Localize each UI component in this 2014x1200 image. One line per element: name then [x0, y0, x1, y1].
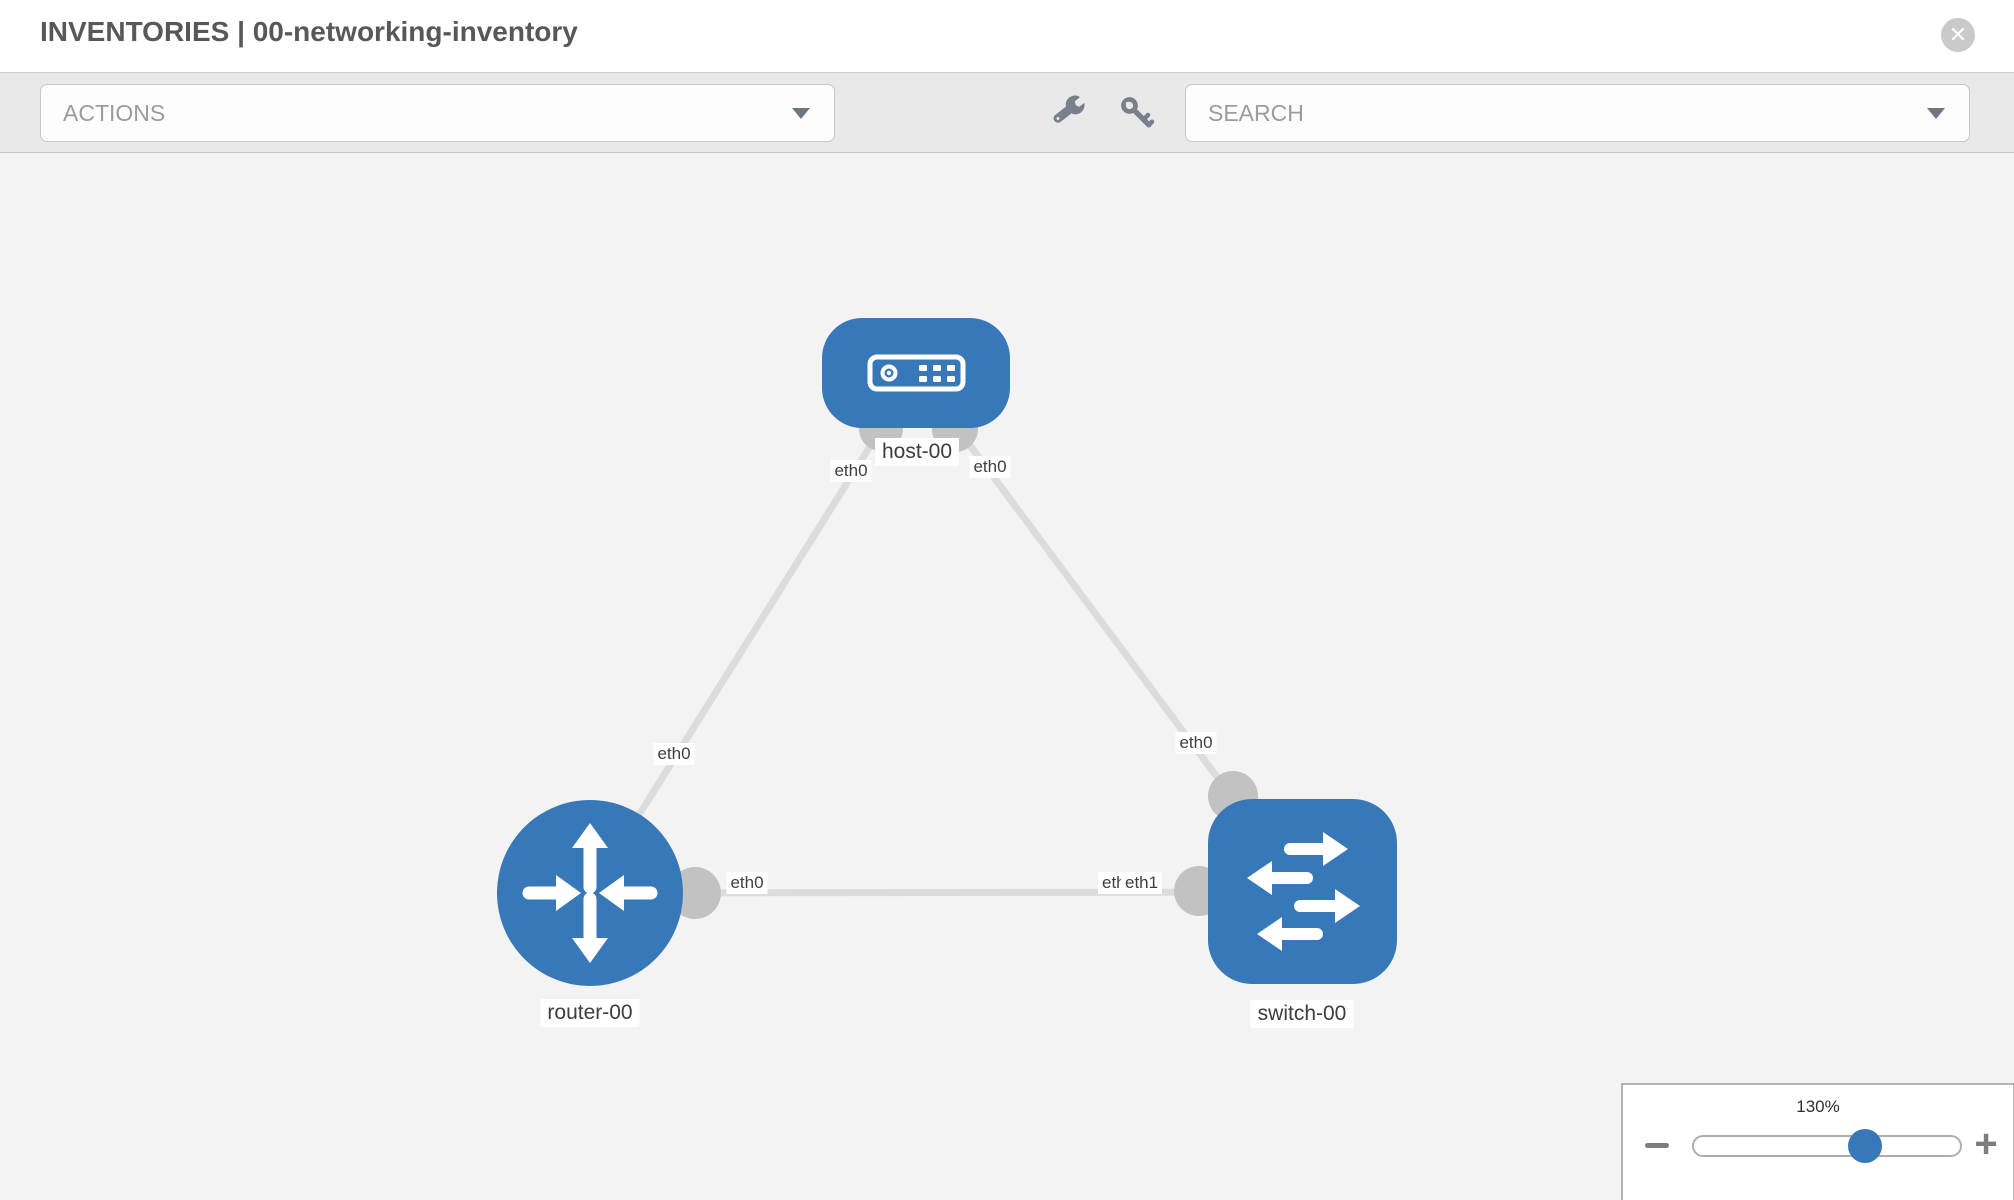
- search-placeholder: SEARCH: [1208, 99, 1304, 126]
- actions-dropdown-label: ACTIONS: [63, 99, 166, 126]
- topology-canvas[interactable]: eth0 eth0 eth0 eth0 eth0 eth0 eth1 host-…: [0, 153, 2014, 1200]
- port-label: eth0: [653, 743, 695, 765]
- toolbar: ACTIONS SEARCH: [0, 72, 2014, 153]
- node-switch-00[interactable]: [1208, 799, 1397, 984]
- node-router-00[interactable]: [497, 800, 683, 986]
- node-label-host: host-00: [874, 438, 960, 466]
- zoom-slider[interactable]: [1692, 1135, 1962, 1157]
- zoom-in-button[interactable]: +: [1974, 1122, 1998, 1166]
- port-label-front: eth1: [1121, 872, 1163, 894]
- close-icon: ✕: [1948, 22, 1968, 47]
- header: INVENTORIES | 00-networking-inventory ✕: [0, 0, 2014, 72]
- node-label-router: router-00: [540, 999, 640, 1027]
- port-label: eth0: [830, 460, 872, 482]
- search-dropdown[interactable]: SEARCH: [1185, 84, 1970, 142]
- port-label: eth0: [1175, 732, 1217, 754]
- chevron-down-icon: [792, 108, 810, 119]
- host-icon: [867, 354, 966, 392]
- zoom-level-label: 130%: [1796, 1097, 1840, 1116]
- topology-svg: [497, 318, 1397, 986]
- port-label: eth0: [726, 872, 768, 894]
- chevron-down-icon: [1927, 108, 1945, 119]
- zoom-slider-knob[interactable]: [1848, 1129, 1882, 1163]
- router-icon: [522, 823, 658, 963]
- edge-router-host[interactable]: [587, 371, 919, 895]
- wrench-icon: [1053, 95, 1085, 123]
- page-title: INVENTORIES | 00-networking-inventory: [40, 16, 578, 47]
- credentials-button[interactable]: [1113, 89, 1161, 137]
- close-button[interactable]: ✕: [1941, 18, 1975, 52]
- key-icon: [1121, 97, 1155, 128]
- interface-ports: [669, 406, 1258, 919]
- configure-button[interactable]: [1044, 89, 1092, 137]
- switch-icon: [1247, 832, 1360, 951]
- node-label-switch: switch-00: [1250, 1000, 1354, 1028]
- node-host-00[interactable]: [822, 318, 1010, 428]
- zoom-out-button[interactable]: [1639, 1127, 1675, 1163]
- actions-dropdown[interactable]: ACTIONS: [40, 84, 835, 142]
- zoom-panel: 130% +: [1621, 1083, 2014, 1200]
- port-label: eth0: [969, 456, 1011, 478]
